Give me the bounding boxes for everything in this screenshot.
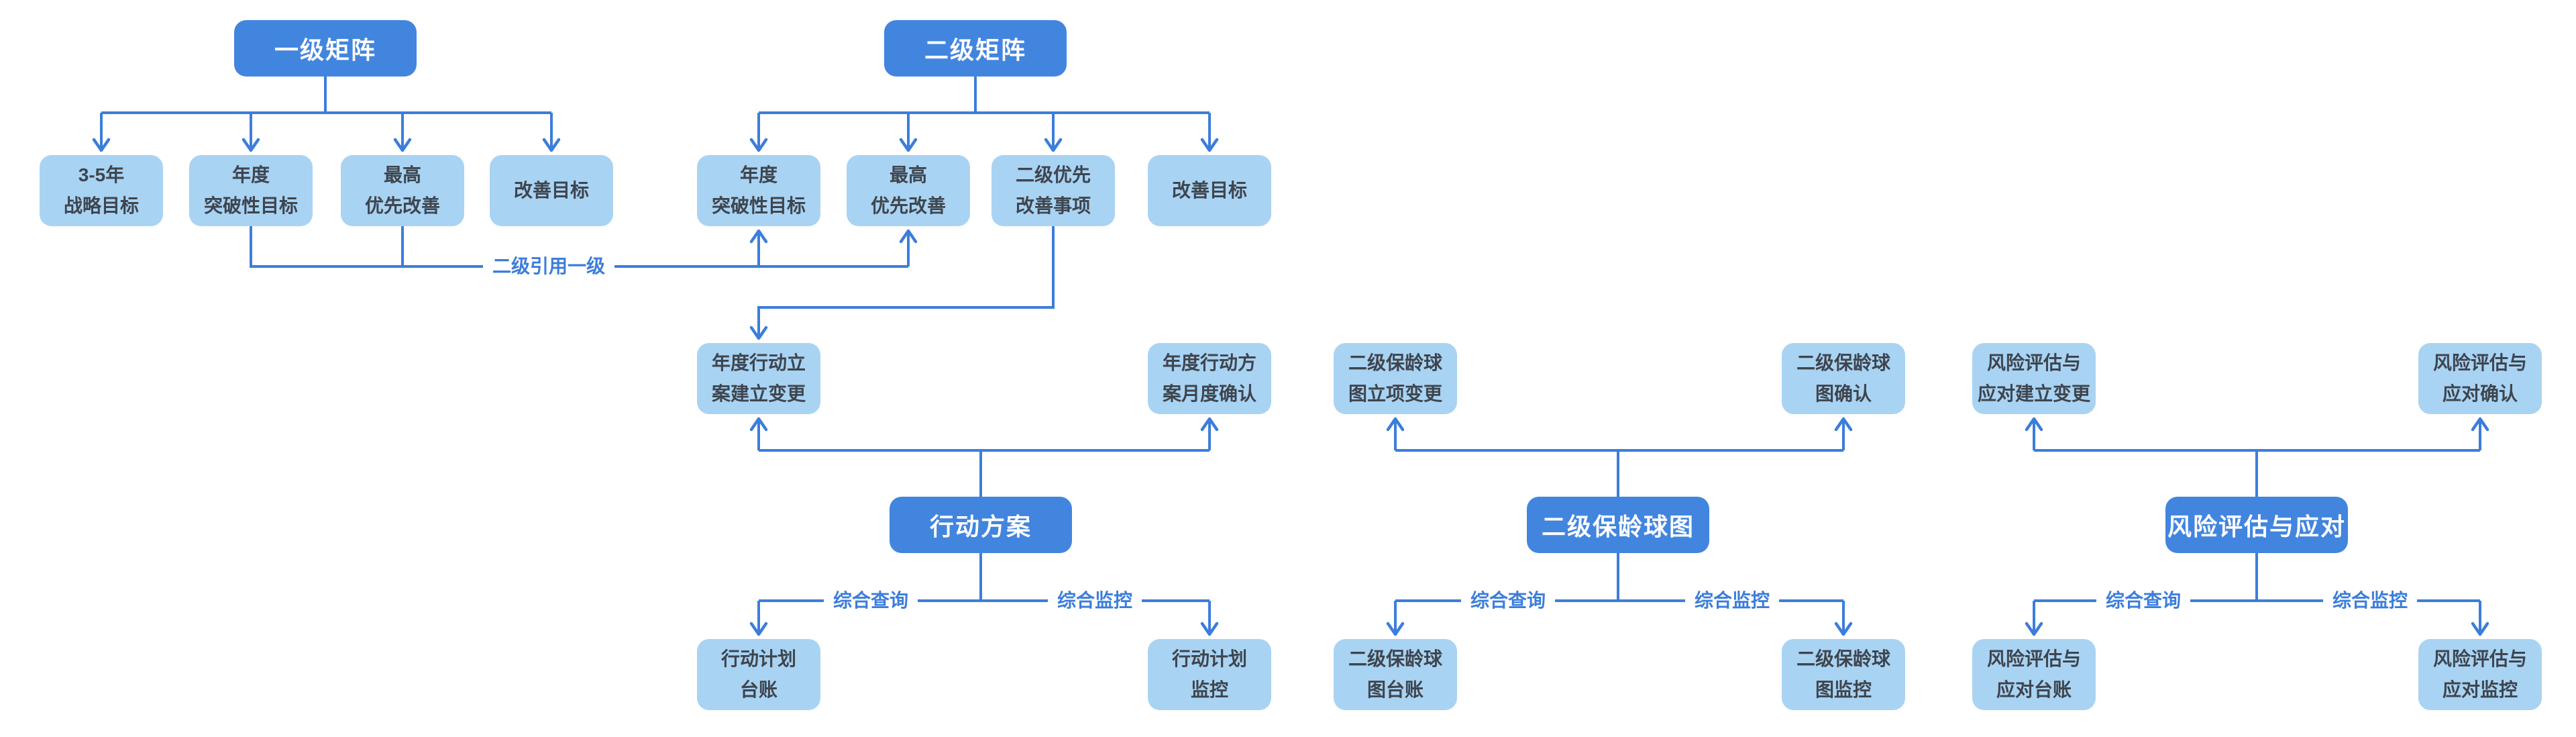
node-risk-assessment: 风险评估与应对 [2165, 497, 2348, 553]
edge-label-query-action: 综合查询 [823, 588, 918, 613]
node-m1-annual-breakthrough-goal: 年度 突破性目标 [189, 155, 313, 226]
node-level2-matrix: 二级矩阵 [884, 20, 1067, 77]
node-m2-priority-improvement-items: 二级优先 改善事项 [991, 155, 1115, 226]
node-action-ledger: 行动计划 台账 [697, 639, 820, 710]
edge-label-monitor-action: 综合监控 [1047, 588, 1142, 613]
node-bowling-monitor: 二级保龄球 图监控 [1782, 639, 1905, 710]
node-m2-improvement-goal: 改善目标 [1148, 155, 1271, 226]
edge-label-query-risk: 综合查询 [2096, 588, 2191, 613]
node-risk-monitor: 风险评估与 应对监控 [2418, 639, 2542, 710]
edge-label-query-bowling: 综合查询 [1460, 588, 1556, 613]
node-risk-ledger: 风险评估与 应对台账 [1972, 639, 2096, 710]
node-bowling-ledger: 二级保龄球 图台账 [1334, 639, 1457, 710]
node-bowling-project-change: 二级保龄球 图立项变更 [1334, 343, 1457, 414]
node-action-monitor: 行动计划 监控 [1148, 639, 1271, 710]
node-action-filing-change: 年度行动立 案建立变更 [697, 343, 820, 414]
edge-label-monitor-bowling: 综合监控 [1684, 588, 1780, 613]
node-m1-top-priority-improvement: 最高 优先改善 [341, 155, 464, 226]
node-m2-annual-breakthrough-goal: 年度 突破性目标 [697, 155, 820, 226]
node-risk-confirm: 风险评估与 应对确认 [2418, 343, 2542, 414]
node-action-plan: 行动方案 [890, 497, 1072, 553]
edge-label-monitor-risk: 综合监控 [2322, 588, 2418, 613]
node-m2-top-priority-improvement: 最高 优先改善 [847, 155, 970, 226]
node-level1-matrix: 一级矩阵 [234, 20, 417, 77]
node-risk-setup-change: 风险评估与 应对建立变更 [1972, 343, 2096, 414]
node-action-monthly-confirm: 年度行动方 案月度确认 [1148, 343, 1271, 414]
node-m1-improvement-goal: 改善目标 [490, 155, 613, 226]
edge-label-ref-link: 二级引用一级 [482, 254, 615, 279]
node-m1-strategy-goal: 3-5年 战略目标 [40, 155, 163, 226]
node-level2-bowling-chart: 二级保龄球图 [1527, 497, 1709, 553]
node-bowling-confirm: 二级保龄球 图确认 [1782, 343, 1905, 414]
